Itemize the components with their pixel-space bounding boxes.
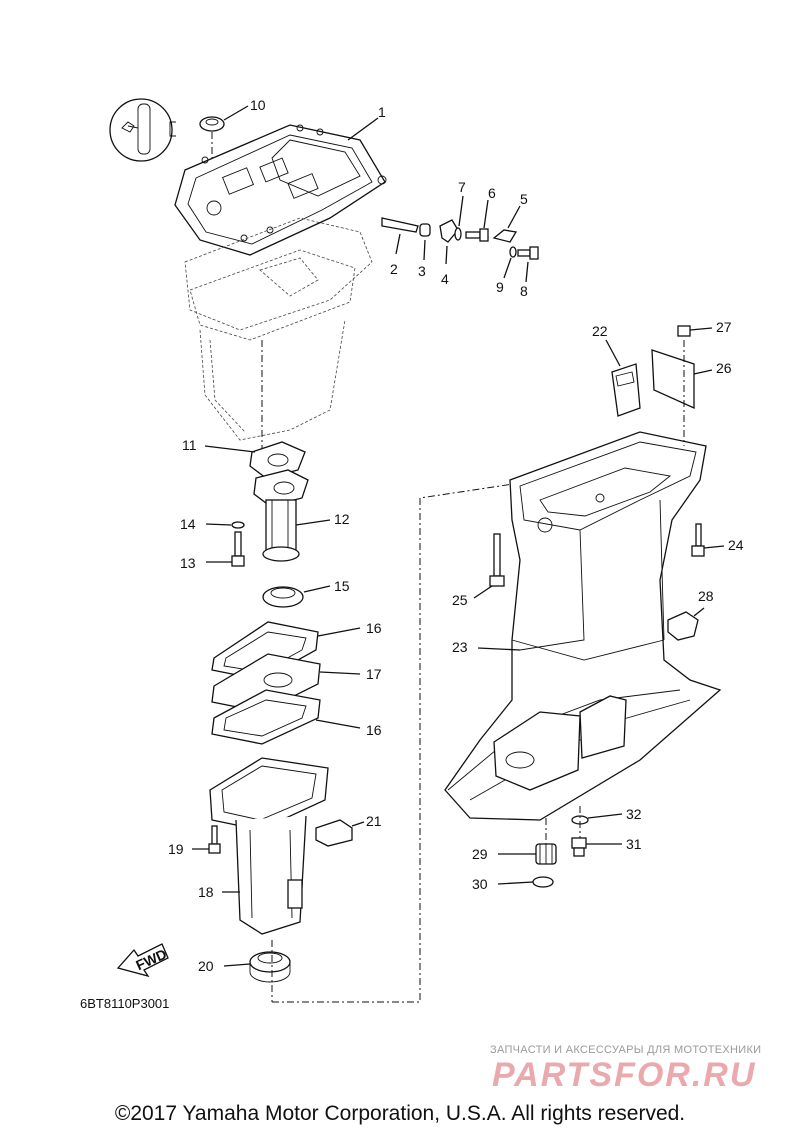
callout-14: 14 (180, 516, 196, 532)
part-5-clip (492, 205, 521, 243)
part-20-seal (223, 951, 291, 983)
callout-21: 21 (366, 813, 382, 829)
callout-30: 30 (472, 876, 488, 892)
part-16-gasket-upper (211, 621, 361, 681)
callout-8: 8 (520, 283, 528, 299)
callout-5: 5 (520, 191, 528, 207)
part-30-clip (497, 876, 554, 888)
callout-29: 29 (472, 846, 488, 862)
part-2-shaft (381, 217, 419, 255)
callout-4: 4 (441, 271, 449, 287)
callout-11: 11 (182, 437, 197, 453)
watermark-tagline: ЗАПЧАСТИ И АКСЕССУАРЫ ДЛЯ МОТОТЕХНИКИ (490, 1044, 762, 1056)
callout-18: 18 (198, 884, 214, 900)
part-11-gasket (204, 441, 306, 479)
callout-13: 13 (180, 555, 196, 571)
callout-19: 19 (168, 841, 184, 857)
callout-28: 28 (698, 588, 714, 604)
callout-labels: 1 2 3 4 5 6 7 8 9 10 11 12 13 14 15 16 1… (168, 97, 744, 974)
fwd-label: FWD (133, 946, 169, 974)
part-26-plate (651, 340, 713, 446)
callout-20: 20 (198, 958, 214, 974)
part-3-bushing (419, 223, 431, 261)
callout-16b: 16 (366, 722, 382, 738)
part-28-rubber (667, 607, 705, 641)
part-17-plate (211, 653, 361, 713)
part-4-lever (439, 219, 459, 265)
callout-25: 25 (452, 592, 468, 608)
part-6-bolt (465, 199, 489, 242)
part-24-bolt (691, 523, 725, 557)
engine-ghost-outline (184, 217, 373, 441)
callout-9: 9 (496, 279, 504, 295)
copyright-footer: ©2017 Yamaha Motor Corporation, U.S.A. A… (114, 1102, 686, 1125)
callout-23: 23 (452, 639, 468, 655)
callout-24: 24 (728, 537, 744, 553)
part-1-upper-plate (174, 117, 387, 256)
callout-32: 32 (626, 806, 642, 822)
alignment-lines (261, 340, 541, 1003)
part-18-oil-pan (209, 757, 329, 935)
callout-16a: 16 (366, 620, 382, 636)
part-8-bolt (517, 246, 539, 283)
part-7-washer (454, 195, 464, 241)
callout-27: 27 (716, 319, 732, 335)
part-9-washer (503, 246, 517, 279)
part-21-rubber (315, 819, 365, 847)
callout-26: 26 (716, 360, 732, 376)
part-14-washer (205, 521, 245, 529)
callout-17: 17 (366, 666, 382, 682)
callout-15: 15 (334, 578, 350, 594)
watermark-logo: PARTSFOR.RU (492, 1056, 757, 1094)
callout-7: 7 (458, 179, 466, 195)
part-27-bolt (677, 325, 713, 337)
part-15-seal (262, 585, 331, 608)
callout-1: 1 (378, 104, 386, 120)
callout-22: 22 (592, 323, 608, 339)
detail-inset (109, 98, 176, 162)
part-19-bolt (192, 825, 221, 854)
part-31-plug (571, 837, 622, 857)
callout-10: 10 (250, 97, 266, 113)
part-22-bracket (605, 339, 641, 417)
callout-2: 2 (390, 261, 398, 277)
part-23-upper-casing (444, 431, 722, 821)
drawing-code: 6BT8110P3001 (80, 996, 170, 1011)
callout-6: 6 (488, 185, 496, 201)
part-29-anode (498, 818, 557, 865)
part-16-gasket-lower (211, 689, 361, 745)
part-12-housing (253, 469, 331, 562)
fwd-arrow-icon: FWD (116, 943, 169, 978)
part-13-bolt (206, 531, 245, 567)
callout-3: 3 (418, 263, 426, 279)
callout-31: 31 (626, 836, 642, 852)
part-25-bolt (473, 533, 505, 599)
callout-12: 12 (334, 511, 350, 527)
part-32-gasket (571, 806, 623, 838)
